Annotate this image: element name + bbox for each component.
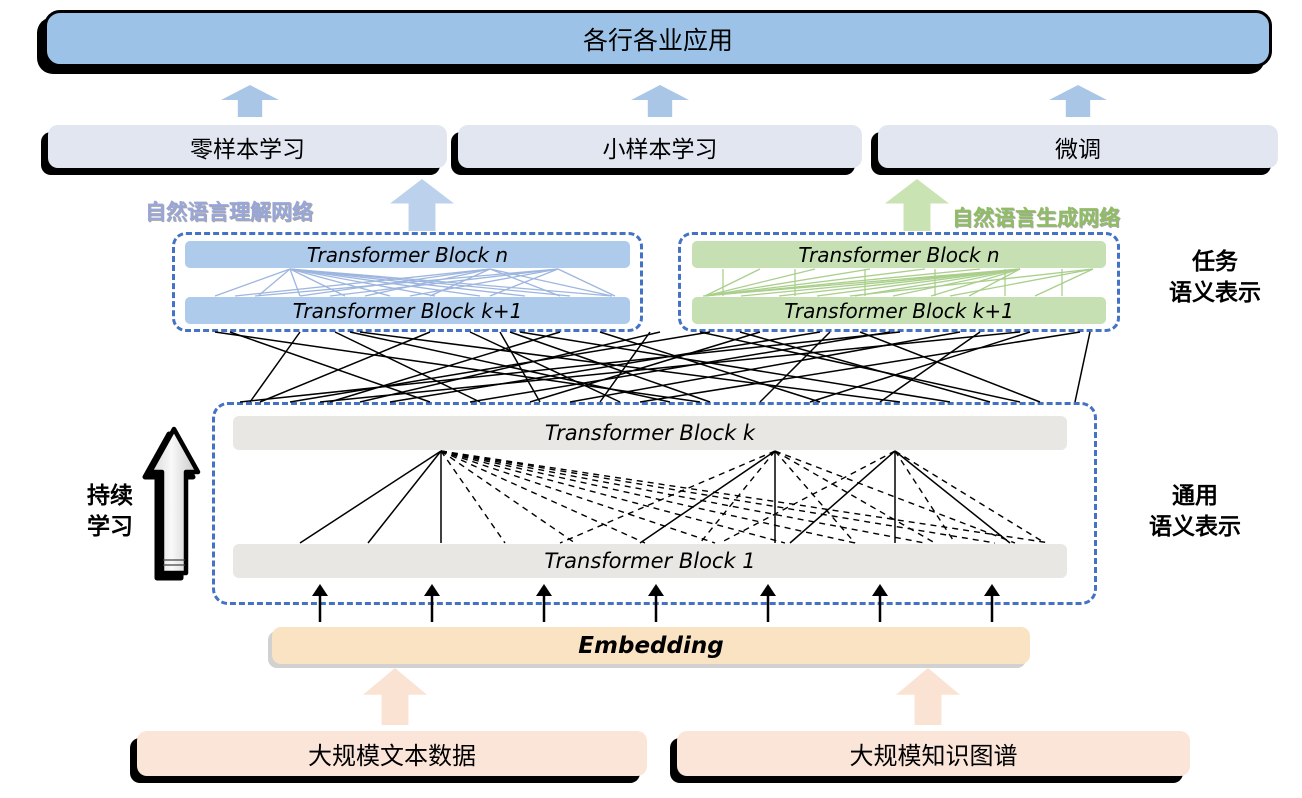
up-arrow-icon [390,179,454,231]
few-shot-box: 小样本学习 [458,125,862,168]
nlg-transformer-block-k1: Transformer Block k+1 [692,297,1106,324]
up-arrow-icon [631,85,689,117]
task-semantic-label: 任务 语义表示 [1140,247,1290,309]
general-semantic-label-line2: 语义表示 [1149,514,1241,541]
up-arrow-icon [363,668,427,725]
fine-tune-box: 微调 [878,125,1278,168]
up-arrow-icon [896,668,960,725]
text-data-box: 大规模文本数据 [137,731,647,776]
continual-learning-label-line1: 持续 [87,483,133,509]
nlu-transformer-block-k1: Transformer Block k+1 [185,297,630,324]
embedding-bar: Embedding [272,627,1030,664]
shared-transformer-block-k: Transformer Block k [233,416,1067,450]
general-semantic-label-line1: 通用 [1172,483,1218,509]
applications-bar: 各行各业应用 [44,10,1272,67]
task-semantic-label-line1: 任务 [1192,249,1238,275]
nlu-network-label: 自然语言理解网络 [145,200,313,224]
nlg-dashed-box [678,232,1120,332]
up-arrow-icon [885,179,949,231]
nlu-dashed-box [172,232,643,332]
shared-transformer-block-1: Transformer Block 1 [233,544,1067,578]
task-semantic-label-line2: 语义表示 [1169,280,1261,307]
knowledge-graph-box: 大规模知识图谱 [677,731,1190,776]
continual-learning-label: 持续 学习 [55,481,165,543]
up-arrow-icon [1049,85,1107,117]
nlu-transformer-block-n: Transformer Block n [185,241,630,268]
up-arrow-icon [221,85,279,117]
zero-shot-box: 零样本学习 [48,125,447,168]
nlg-transformer-block-n: Transformer Block n [692,241,1106,268]
shared-dashed-box [212,402,1097,605]
general-semantic-label: 通用 语义表示 [1125,481,1265,543]
continual-learning-label-line2: 学习 [87,514,133,541]
nlg-network-label: 自然语言生成网络 [952,206,1120,230]
